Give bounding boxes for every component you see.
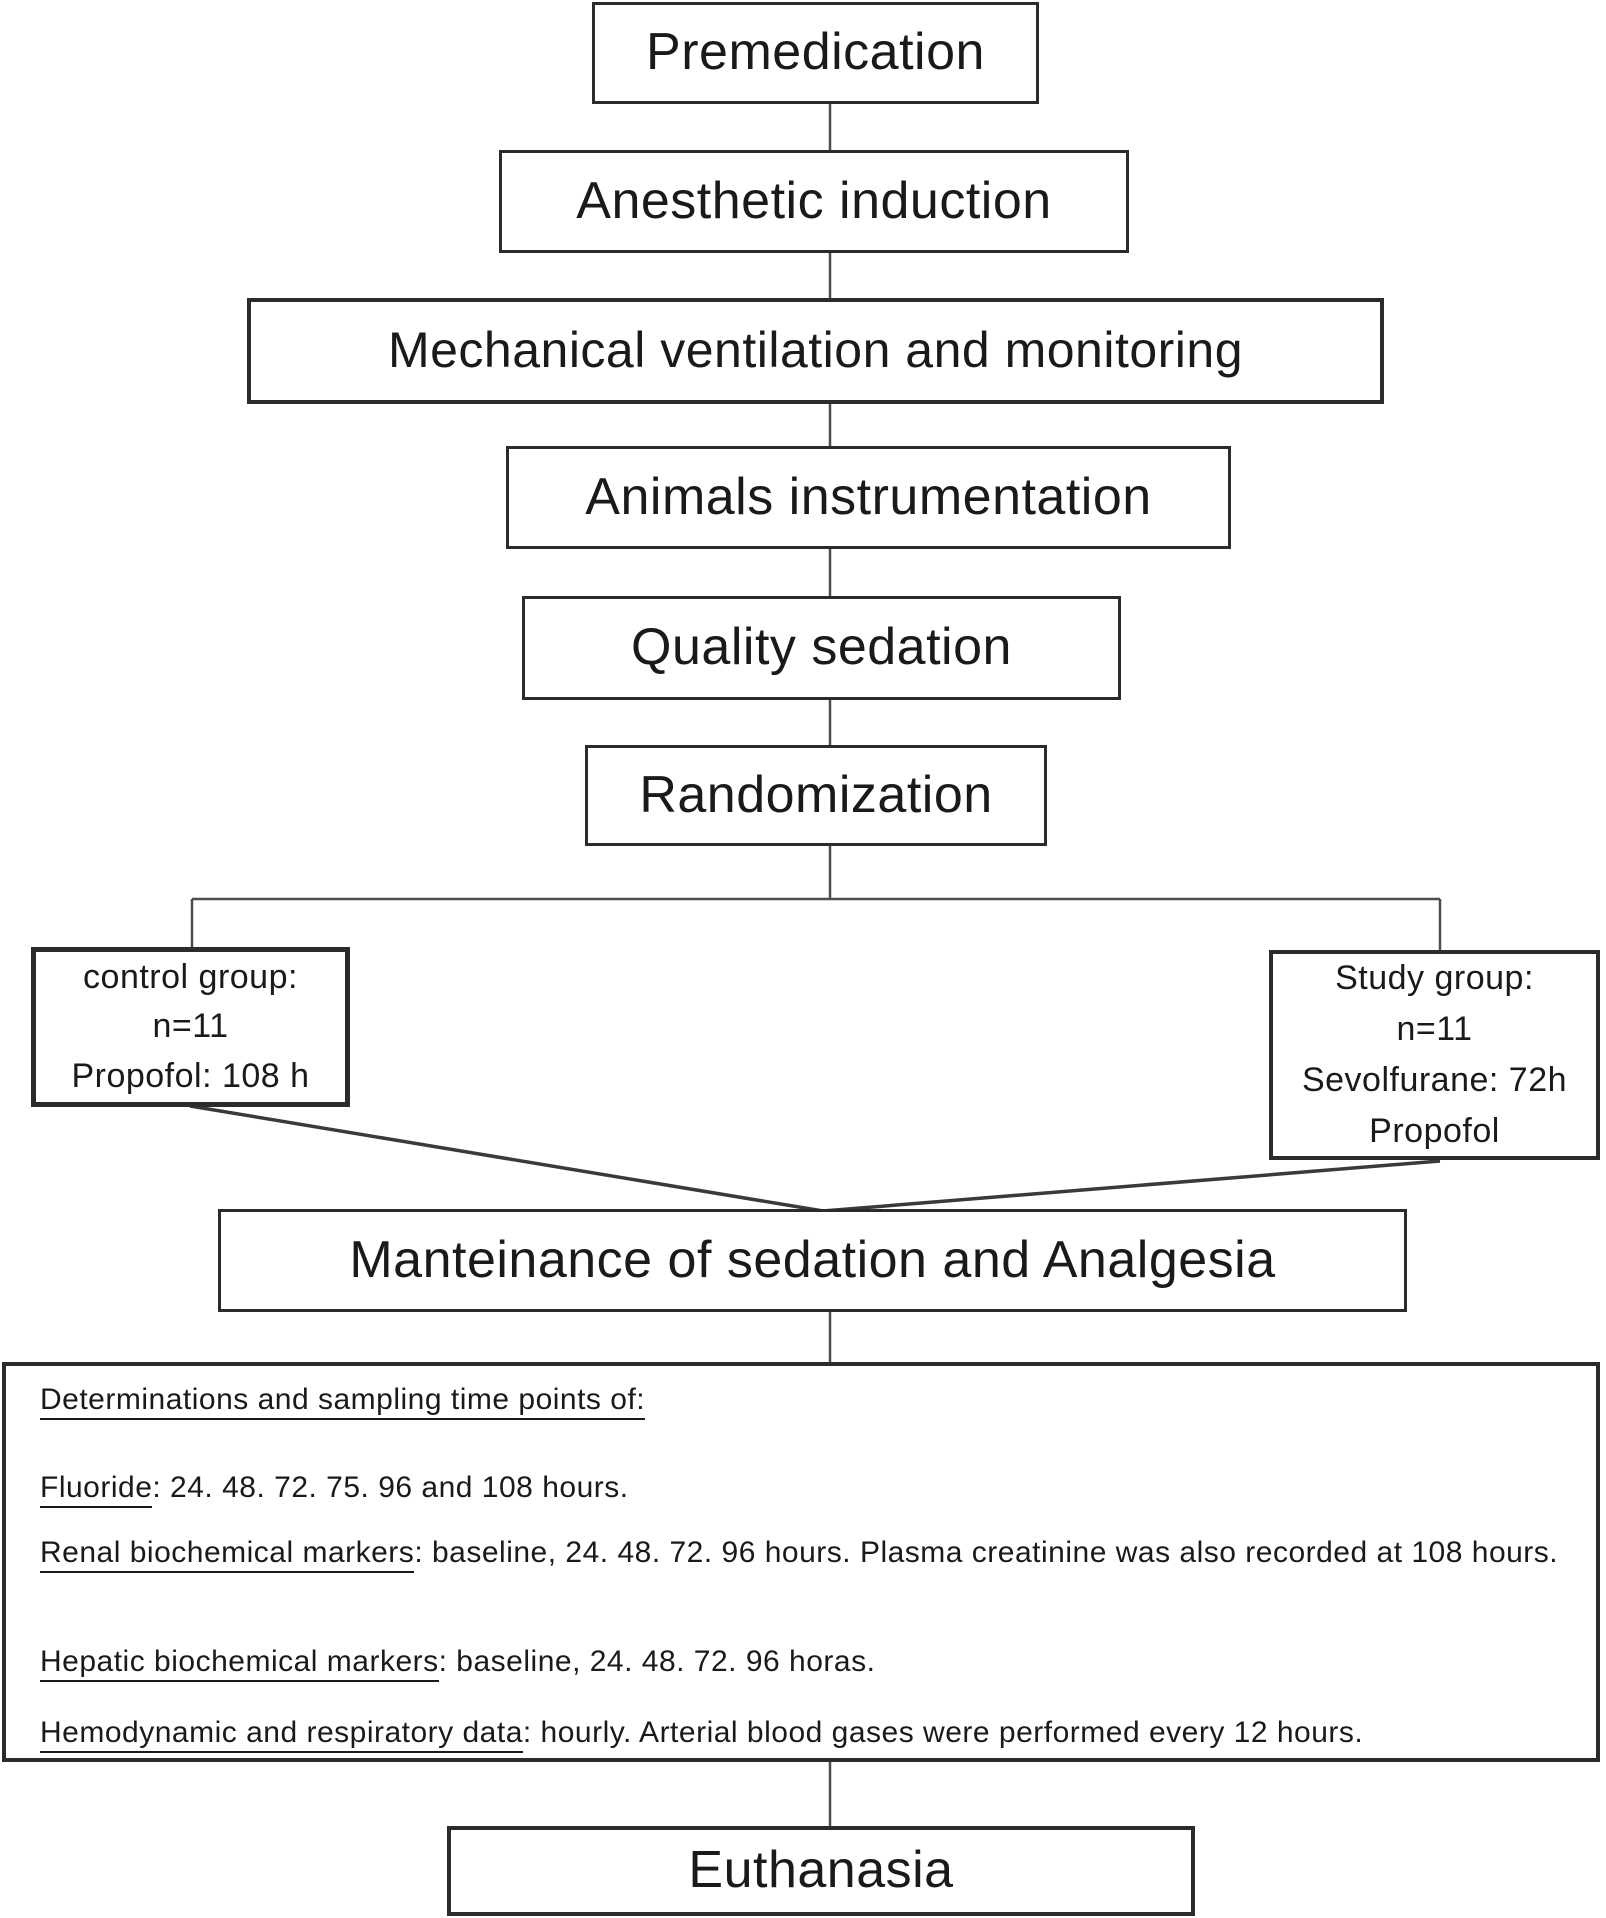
node-animals-instrumentation: Animals instrumentation — [506, 446, 1231, 549]
node-maintenance-sedation-analgesia: Manteinance of sedation and Analgesia — [218, 1209, 1407, 1312]
fluoride-label: Fluoride — [40, 1471, 153, 1508]
study-group-line-4: Propofol — [1369, 1112, 1500, 1150]
node-euthanasia-label: Euthanasia — [688, 1841, 954, 1900]
node-control-group: control group: n=11 Propofol: 108 h — [31, 947, 350, 1107]
node-mechanical-ventilation: Mechanical ventilation and monitoring — [247, 298, 1384, 404]
node-premedication-label: Premedication — [646, 23, 985, 82]
determinations-item-renal: Renal biochemical markers: baseline, 24.… — [40, 1531, 1576, 1575]
renal-label: Renal biochemical markers — [40, 1536, 415, 1573]
node-randomization-label: Randomization — [639, 765, 993, 824]
study-group-line-3: Sevolfurane: 72h — [1301, 1061, 1568, 1099]
determinations-item-hemodynamic: Hemodynamic and respiratory data: hourly… — [40, 1711, 1576, 1755]
node-euthanasia: Euthanasia — [447, 1826, 1195, 1916]
node-animals-instrumentation-label: Animals instrumentation — [585, 467, 1152, 526]
node-randomization: Randomization — [585, 745, 1047, 846]
hepatic-label: Hepatic biochemical markers — [40, 1645, 439, 1682]
hemodynamic-text: : hourly. Arterial blood gases were perf… — [522, 1716, 1364, 1749]
node-anesthetic-induction: Anesthetic induction — [499, 150, 1129, 253]
node-anesthetic-induction-label: Anesthetic induction — [576, 171, 1052, 230]
determinations-item-hepatic: Hepatic biochemical markers: baseline, 2… — [40, 1640, 1576, 1684]
hepatic-text: : baseline, 24. 48. 72. 96 horas. — [438, 1645, 876, 1678]
renal-text: : baseline, 24. 48. 72. 96 hours. Plasma… — [414, 1536, 1559, 1569]
control-group-line-3: Propofol: 108 h — [71, 1056, 310, 1095]
node-determinations: Determinations and sampling time points … — [2, 1362, 1600, 1762]
control-group-line-2: n=11 — [152, 1007, 229, 1046]
node-maintenance-label: Manteinance of sedation and Analgesia — [349, 1230, 1276, 1289]
node-quality-sedation-label: Quality sedation — [631, 618, 1012, 677]
node-study-group: Study group: n=11 Sevolfurane: 72h Propo… — [1269, 950, 1600, 1160]
fluoride-text: : 24. 48. 72. 75. 96 and 108 hours. — [152, 1471, 629, 1504]
hemodynamic-label: Hemodynamic and respiratory data — [40, 1716, 523, 1753]
node-mechanical-ventilation-label: Mechanical ventilation and monitoring — [387, 322, 1244, 379]
control-group-line-1: control group: — [83, 958, 298, 997]
determinations-heading: Determinations and sampling time points … — [40, 1378, 1576, 1422]
study-group-line-1: Study group: — [1335, 959, 1534, 997]
node-study-group-text: Study group: n=11 Sevolfurane: 72h Propo… — [1302, 953, 1567, 1157]
determinations-heading-text: Determinations and sampling time points … — [40, 1383, 646, 1420]
node-quality-sedation: Quality sedation — [522, 596, 1121, 700]
node-premedication: Premedication — [592, 2, 1039, 104]
determinations-item-fluoride: Fluoride: 24. 48. 72. 75. 96 and 108 hou… — [40, 1466, 1576, 1510]
node-control-group-text: control group: n=11 Propofol: 108 h — [71, 953, 309, 1101]
study-group-line-2: n=11 — [1396, 1010, 1473, 1048]
